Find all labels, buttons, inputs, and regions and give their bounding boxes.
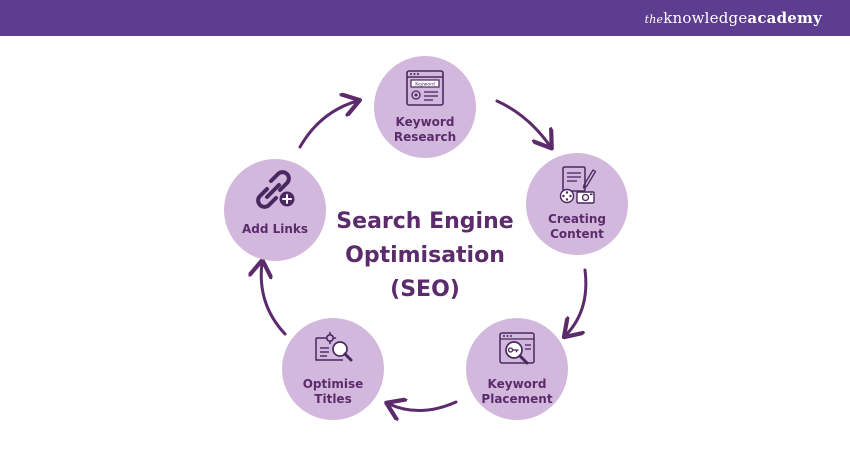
- keyword-tag-text: Keyword: [415, 82, 435, 88]
- arrow-titles-to-links: [261, 263, 287, 336]
- title-search-icon: [315, 331, 353, 362]
- step-add-links: Add Links: [224, 159, 326, 261]
- step-keyword-placement: Keyword Placement: [466, 318, 568, 420]
- arrow-content-to-placement: [566, 268, 588, 335]
- step-creating-content: Creating Content: [526, 153, 628, 255]
- step-label: Keyword Placement: [481, 377, 553, 406]
- browser-key-search-icon: [499, 332, 535, 365]
- arrow-placement-to-titles: [389, 402, 458, 411]
- brand-name-bold: academy: [747, 9, 822, 27]
- arrow-research-to-content: [495, 99, 550, 146]
- arrow-links-to-research: [298, 101, 357, 149]
- content-creation-icon: [559, 166, 597, 204]
- step-optimise-titles: Optimise Titles: [282, 318, 384, 420]
- brand-name-light: knowledge: [663, 9, 748, 27]
- diagram-title: Search Engine Optimisation (SEO): [336, 209, 514, 302]
- link-add-icon: [256, 170, 295, 209]
- browser-keyword-icon: Keyword: [406, 70, 444, 106]
- step-label: Add Links: [241, 222, 309, 236]
- step-keyword-research: Keyword Keyword Research: [374, 56, 476, 158]
- brand-prefix: the: [644, 13, 664, 26]
- step-label: Creating Content: [548, 212, 606, 241]
- step-label: Optimise Titles: [302, 377, 364, 406]
- header-bar: theknowledgeacademy: [0, 0, 850, 36]
- brand-logo[interactable]: theknowledgeacademy: [645, 9, 822, 27]
- step-label: Keyword Research: [393, 115, 457, 144]
